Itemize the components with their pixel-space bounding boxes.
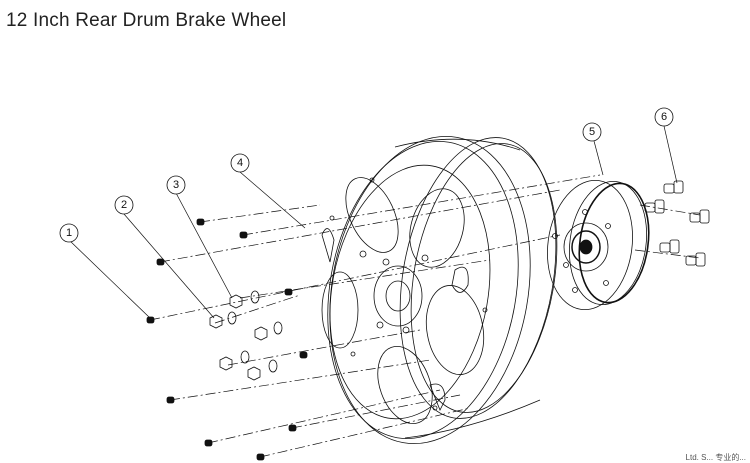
wheel-rim: [321, 136, 558, 444]
leader-lines: [68, 125, 678, 319]
callout-1: 1: [59, 223, 79, 243]
callout-5: 5: [582, 122, 602, 142]
callout-4: 4: [230, 153, 250, 173]
callout-4-label: 4: [237, 157, 243, 169]
callout-5-label: 5: [589, 126, 595, 138]
callout-3-label: 3: [173, 179, 179, 191]
callout-3: 3: [166, 175, 186, 195]
callout-1-label: 1: [66, 227, 72, 239]
drum-bolts: [644, 180, 710, 267]
callout-6-label: 6: [661, 111, 667, 123]
footer-note: Ltd. S... 专业的...: [685, 453, 746, 462]
nuts-and-washers: [209, 290, 283, 381]
callout-2-label: 2: [121, 199, 127, 211]
page-title: 12 Inch Rear Drum Brake Wheel: [6, 10, 287, 31]
brake-drum: [547, 179, 650, 311]
assembly-axis-lines: [149, 174, 701, 458]
callout-2: 2: [114, 195, 134, 215]
callout-6: 6: [654, 107, 674, 127]
small-screws: [146, 218, 308, 461]
